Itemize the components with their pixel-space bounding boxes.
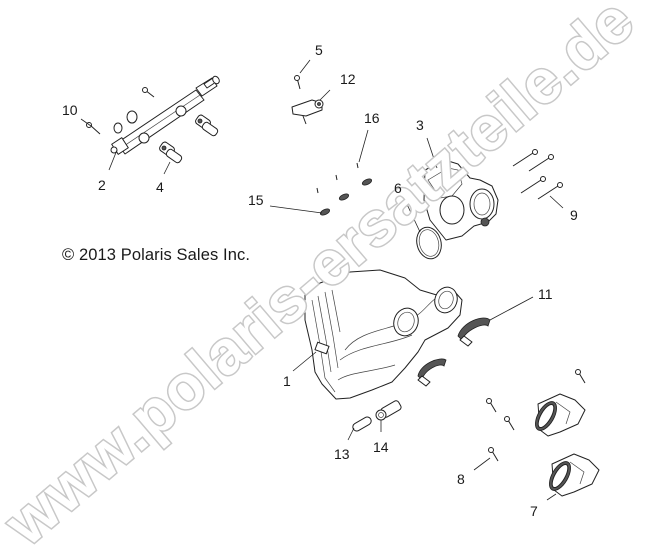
intake-manifold[interactable] (304, 269, 463, 400)
clip-nut-15-set[interactable] (319, 178, 373, 217)
screw-5[interactable] (294, 75, 301, 90)
throttle-body-bolts[interactable] (512, 149, 563, 200)
callout-14[interactable]: 14 (373, 439, 389, 455)
callout-8[interactable]: 8 (457, 471, 465, 487)
callout-9[interactable]: 9 (570, 207, 578, 223)
boot-bolts[interactable] (486, 369, 586, 462)
fuel-injector-2[interactable] (194, 114, 219, 137)
callout-7[interactable]: 7 (530, 503, 538, 519)
intake-boot-2[interactable] (545, 453, 600, 497)
dowel-pin[interactable] (351, 416, 372, 433)
rail-screw[interactable] (142, 87, 155, 98)
screw-16-set[interactable] (316, 162, 359, 194)
fuel-rail[interactable] (110, 75, 221, 155)
callout-10[interactable]: 10 (62, 102, 78, 118)
callout-11[interactable]: 11 (538, 286, 553, 302)
callout-5[interactable]: 5 (315, 42, 323, 58)
o-ring[interactable] (413, 224, 444, 261)
callout-15[interactable]: 15 (248, 192, 264, 208)
map-sensor[interactable] (291, 99, 324, 125)
hose-clamp-2[interactable] (417, 358, 447, 387)
copyright-notice: © 2013 Polaris Sales Inc. (62, 246, 251, 264)
callout-2[interactable]: 2 (98, 177, 106, 193)
callout-4[interactable]: 4 (156, 179, 164, 195)
throttle-body[interactable] (423, 159, 499, 241)
callout-6[interactable]: 6 (394, 180, 402, 196)
callout-12[interactable]: 12 (340, 71, 356, 87)
fuel-injector-1[interactable] (158, 141, 183, 164)
leader-lines (80, 59, 564, 501)
callout-16[interactable]: 16 (364, 110, 380, 126)
intake-boot-1[interactable] (531, 393, 586, 437)
hose-clamp-1[interactable] (457, 317, 491, 347)
bushing[interactable] (375, 400, 402, 421)
callout-3[interactable]: 3 (416, 117, 424, 133)
callout-13[interactable]: 13 (334, 446, 350, 462)
callout-1[interactable]: 1 (283, 373, 291, 389)
